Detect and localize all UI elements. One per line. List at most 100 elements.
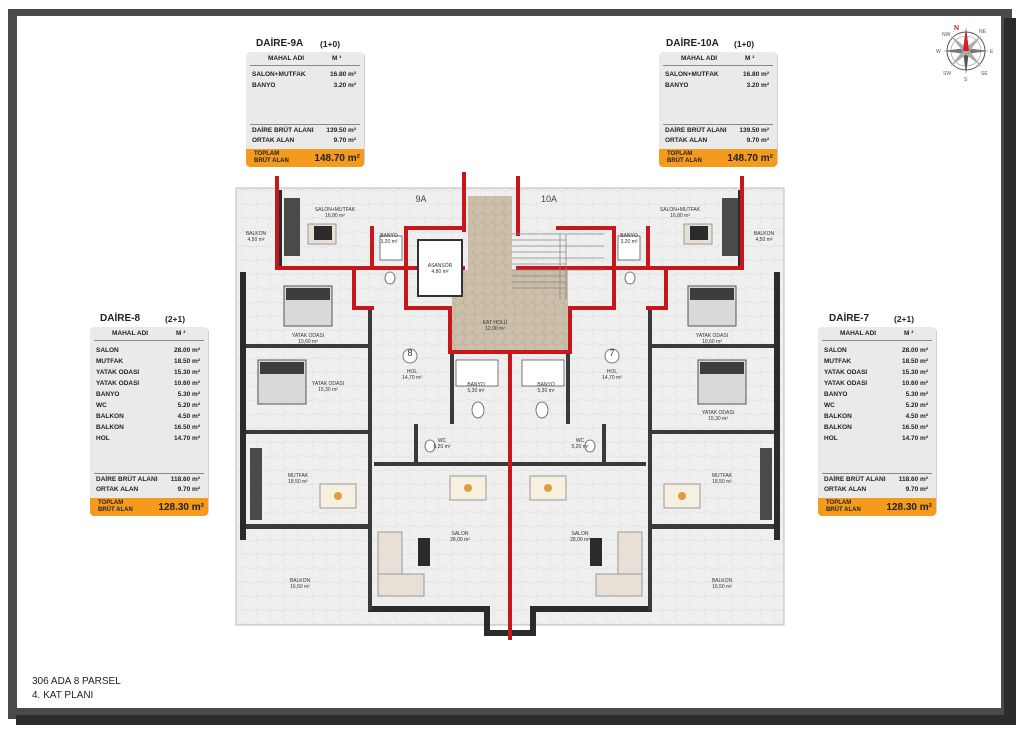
divider: [94, 340, 204, 341]
frame-shadow: [1004, 18, 1016, 723]
compass-ne: NE: [979, 29, 987, 35]
compass-w: W: [936, 49, 941, 55]
elevator: [417, 239, 463, 297]
dining-table-icon: [319, 475, 701, 509]
compass-sw: SW: [943, 71, 951, 77]
unit-label-10a: 10A: [540, 194, 557, 204]
compass-se: SE: [981, 71, 988, 77]
floor-plan: [235, 172, 785, 640]
unit-label-9a: 9A: [415, 194, 427, 204]
compass-n: N: [954, 25, 959, 32]
unit-7-marker: [604, 348, 620, 364]
divider: [822, 473, 932, 474]
card-type-10a: (1+0): [734, 39, 755, 49]
compass-s: S: [964, 77, 968, 82]
divider: [250, 124, 360, 125]
bed-icon: [257, 285, 747, 405]
compass-e: E: [990, 49, 994, 55]
divider: [663, 65, 773, 66]
floor-plan-title: 4. KAT PLANI: [32, 690, 94, 701]
card-type-7: (2+1): [894, 314, 915, 324]
card-title-10a: DAİRE-10A: [666, 38, 719, 49]
divider: [822, 340, 932, 341]
compass-rose-icon: N NE E SE S SW W NW: [936, 25, 994, 82]
unit-label-8: 8: [407, 348, 413, 358]
red-structural-walls: [275, 172, 744, 640]
bathroom-fixtures: [379, 235, 641, 453]
kitchen-counter: [250, 198, 772, 520]
card-title-7: DAİRE-7: [829, 313, 870, 324]
frame-shadow: [16, 715, 1016, 725]
parcel-label: 306 ADA 8 PARSEL: [32, 676, 121, 687]
compass-nw: NW: [942, 32, 951, 38]
stair-treads: [512, 233, 604, 300]
tv-unit: [314, 226, 708, 566]
card-type-9a: (1+0): [320, 39, 341, 49]
kat-holu-floor: [452, 270, 568, 350]
divider: [94, 473, 204, 474]
divider: [663, 124, 773, 125]
card-type-8: (2+1): [165, 314, 186, 324]
unit-label-7: 7: [609, 348, 615, 358]
